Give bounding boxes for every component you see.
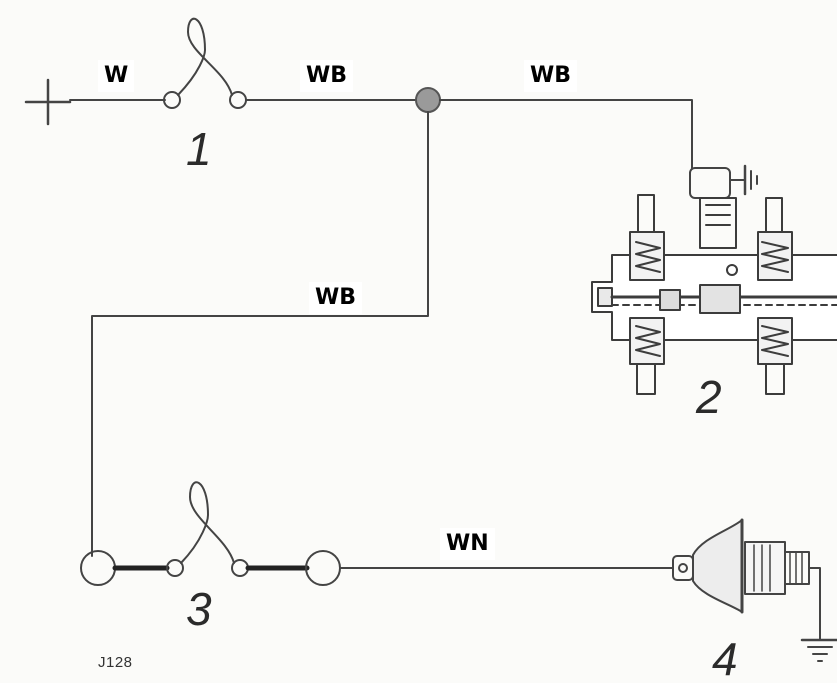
wire-wb-top-right: [439, 99, 693, 169]
pressure-sender: [672, 518, 821, 641]
wire-label-wb-1: WB: [300, 60, 354, 92]
wire-label-wn: WN: [440, 528, 495, 560]
wire-label-wb-3: WB: [309, 282, 363, 314]
component-number-3: 3: [186, 583, 212, 635]
valve-assembly: [591, 194, 837, 395]
positive-terminal-symbol: [24, 78, 72, 126]
valve-switch: [689, 164, 758, 199]
component-number-2: 2: [696, 371, 722, 423]
switch-3: [80, 481, 341, 586]
junction-node: [415, 87, 441, 113]
switch-1: [163, 17, 247, 109]
wire-wb-down: [91, 111, 429, 557]
figure-code: J128: [98, 654, 133, 671]
wire-label-wb-2: WB: [524, 60, 578, 92]
wire-label-w: W: [98, 60, 135, 92]
ground-icon: [800, 638, 837, 662]
component-number-1: 1: [186, 123, 212, 175]
component-number-4: 4: [712, 633, 738, 685]
